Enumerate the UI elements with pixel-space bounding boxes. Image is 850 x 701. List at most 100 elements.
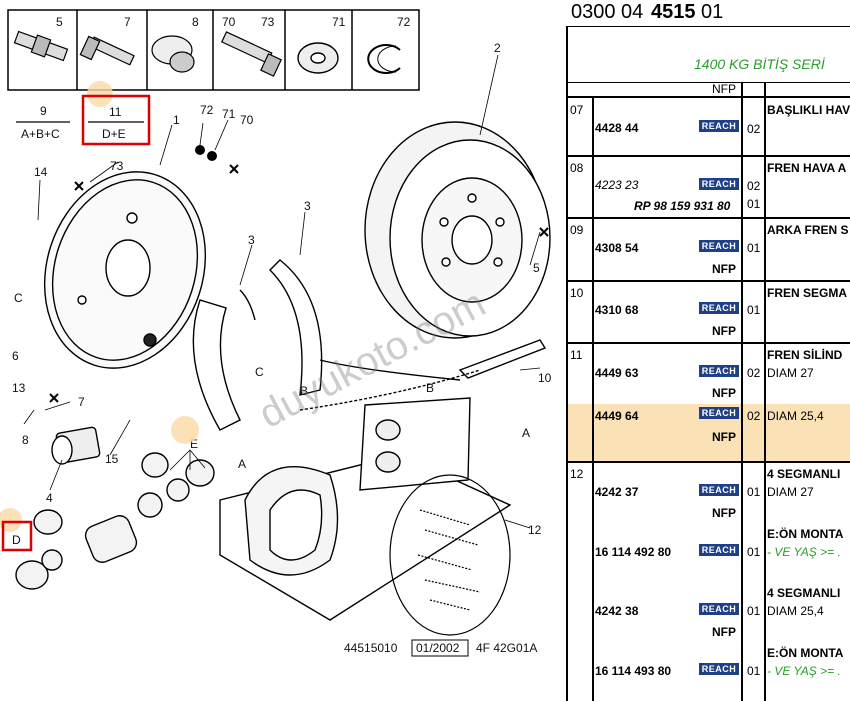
diagram-footer: 44515010 01/2002 4F 42G01A: [344, 639, 537, 657]
callout: 6: [12, 349, 19, 363]
stud-bolt-icon: [13, 30, 69, 62]
row-index: 09: [570, 223, 584, 237]
quantity: 02: [747, 366, 761, 380]
reach-badge: REACH: [699, 240, 739, 252]
nfp-label: NFP: [712, 82, 736, 96]
description-detail: DIAM 27: [767, 366, 814, 380]
description: FREN SİLİND: [767, 348, 843, 362]
reference-header: 0300 04 4515 01: [566, 0, 850, 27]
footer-code: 44515010: [344, 641, 398, 655]
plug-icon: [151, 35, 195, 73]
group-label-9: 9 A+B+C: [16, 104, 70, 141]
inset-number: 72: [397, 15, 411, 29]
row-divider: [566, 96, 850, 98]
part-number[interactable]: 4449 63: [595, 366, 639, 380]
group-formula: A+B+C: [21, 127, 60, 141]
quantity: 01: [747, 485, 761, 499]
quantity: 01: [747, 545, 761, 559]
callout: C: [255, 365, 264, 379]
description: FREN SEGMA: [767, 286, 848, 300]
inset-number: 5: [56, 15, 63, 29]
callout: 5: [533, 261, 540, 275]
callout: 1: [173, 113, 180, 127]
callout: 7: [78, 395, 85, 409]
description: FREN HAVA A: [767, 161, 847, 175]
part-number[interactable]: 4428 44: [595, 121, 639, 135]
description-detail: - VE YAŞ >= .: [767, 545, 841, 559]
column-divider: [566, 26, 568, 701]
row-divider: [566, 461, 850, 463]
description: BAŞLIKLI HAV: [767, 103, 850, 117]
inset-number: 7: [124, 15, 131, 29]
part-number-alt[interactable]: RP 98 159 931 80: [634, 199, 731, 213]
callout: 2: [494, 41, 501, 55]
nfp-label: NFP: [712, 430, 736, 444]
reach-badge: REACH: [699, 484, 739, 496]
highlight-box-d: [1, 520, 33, 552]
highlight-dot: [171, 416, 199, 444]
cylinder-kit-box: [359, 397, 471, 491]
description: ARKA FREN S: [767, 223, 849, 237]
group-formula: D+E: [102, 127, 126, 141]
part-number[interactable]: 16 114 492 80: [595, 545, 672, 559]
shoe-kit-box: [219, 454, 512, 621]
description-detail: DIAM 25,4: [767, 604, 824, 618]
callout: 10: [538, 371, 552, 385]
brake-shoes: [192, 259, 323, 431]
panel-subtitle: 1400 KG BİTİŞ SERİ: [694, 56, 825, 72]
part-number[interactable]: 4242 37: [595, 485, 639, 499]
callout: C: [14, 291, 23, 305]
spring-set: [389, 474, 511, 636]
inset-number: 70: [222, 15, 236, 29]
inset-number: 8: [192, 15, 199, 29]
description: 4 SEGMANLI: [767, 586, 841, 600]
cylinder-kit-parts: [15, 452, 215, 590]
description: DIAM 25,4: [767, 409, 824, 423]
row-divider: [566, 82, 850, 83]
highlight-dot: [0, 508, 22, 532]
part-number[interactable]: 16 114 493 80: [595, 664, 672, 678]
callout-labels: 1 2 3 3 4 5 6 7 8 10 12 13 14 15 72 71 7…: [12, 41, 552, 547]
column-divider: [592, 96, 594, 701]
marker-dots: [195, 145, 217, 161]
footer-date: 01/2002: [416, 641, 460, 655]
part-number[interactable]: 4310 68: [595, 303, 639, 317]
column-divider: [741, 82, 743, 701]
row-index: 12: [570, 467, 584, 481]
part-number[interactable]: 4449 64: [595, 409, 639, 423]
quantity: 02: [747, 409, 761, 423]
nfp-label: NFP: [712, 324, 736, 338]
callout: 71: [222, 107, 236, 121]
callout: B: [300, 384, 308, 398]
row-divider: [566, 280, 850, 282]
quantity: 01: [747, 303, 761, 317]
row-divider: [566, 217, 850, 219]
callout: 3: [248, 233, 255, 247]
description: 4 SEGMANLI: [767, 467, 841, 481]
callout: 4: [46, 491, 53, 505]
part-number[interactable]: 4223 23: [595, 178, 639, 192]
callout: 14: [34, 165, 48, 179]
part-number[interactable]: 4242 38: [595, 604, 639, 618]
reach-badge: REACH: [699, 603, 739, 615]
callout: 72: [200, 103, 214, 117]
inset-number: 71: [332, 15, 346, 29]
ref-suffix: 01: [701, 1, 724, 23]
callout: 73: [110, 159, 124, 173]
quantity: 02: [747, 122, 761, 136]
quantity: 01: [747, 241, 761, 255]
exploded-parts-diagram: 5 7 8 70 73 71 72 9 A+B+C 11: [0, 9, 552, 657]
part-number[interactable]: 4308 54: [595, 241, 639, 255]
reach-badge: REACH: [699, 663, 739, 675]
inset-number: 73: [261, 15, 275, 29]
inset-parts-strip: [7, 9, 420, 91]
callout: A: [522, 426, 530, 440]
reach-badge: REACH: [699, 544, 739, 556]
leader-lines: [23, 54, 541, 529]
ref-prefix: 0300 04: [571, 1, 644, 23]
reach-badge: REACH: [699, 365, 739, 377]
callout: 3: [304, 199, 311, 213]
parts-list-panel: 0300 04 4515 01 1400 KG BİTİŞ SERİ NFP 0…: [566, 0, 850, 701]
quantity: 01: [747, 664, 761, 678]
callout: A: [238, 457, 246, 471]
